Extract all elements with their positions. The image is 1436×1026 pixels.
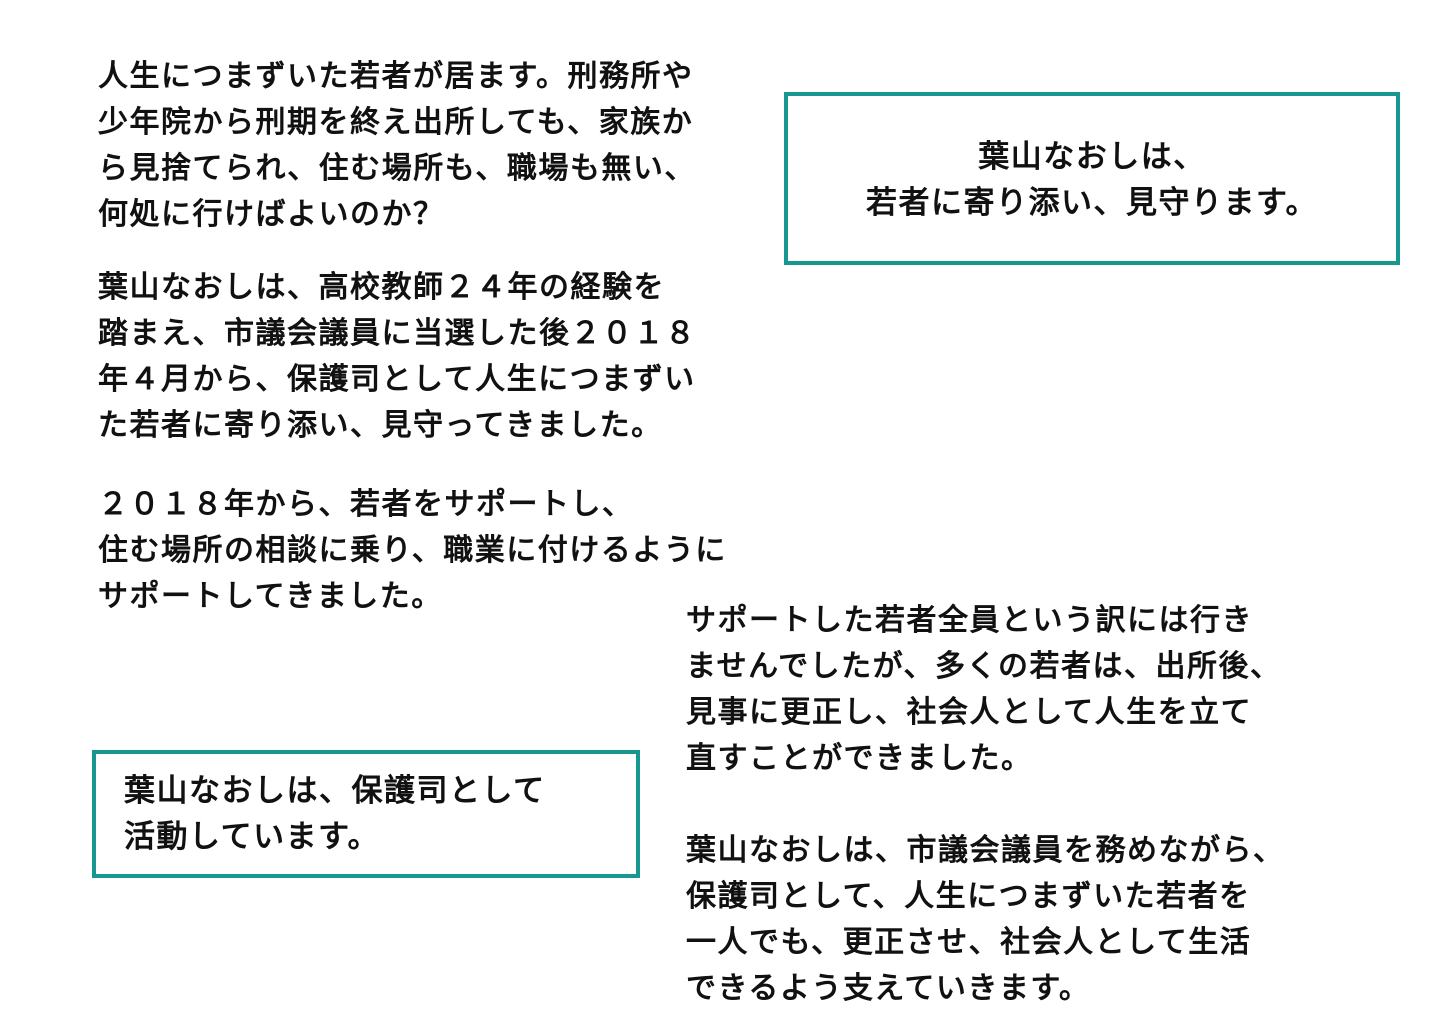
text-line: サポートした若者全員という訳には行き [686, 603, 1253, 638]
text-line: 若者に寄り添い、見守ります。 [866, 185, 1318, 221]
text-line: 葉山なおしは、高校教師２４年の経験を [98, 270, 665, 305]
text-line: 活動しています。 [124, 819, 380, 855]
text-line: 見事に更正し、社会人として人生を立て [686, 695, 1253, 730]
intro-paragraph: 人生につまずいた若者が居ます。刑務所や 少年院から刑期を終え出所しても、家族か … [98, 54, 696, 238]
text-line: 何処に行けばよいのか？ [98, 197, 445, 232]
support-paragraph: ２０１８年から、若者をサポートし、 住む場所の相談に乗り、職業に付けるように サ… [98, 482, 727, 620]
callout-box-top: 葉山なおしは、 若者に寄り添い、見守ります。 [784, 92, 1400, 265]
text-line: 年４月から、保護司として人生につまずい [98, 362, 696, 397]
callout-text: 葉山なおしは、 若者に寄り添い、見守ります。 [788, 134, 1396, 226]
text-line: 葉山なおしは、市議会議員を務めながら、 [686, 833, 1285, 868]
text-line: 踏まえ、市議会議員に当選した後２０１８ [98, 316, 697, 351]
text-line: できるよう支えていきます。 [686, 971, 1091, 1006]
future-paragraph: 葉山なおしは、市議会議員を務めながら、 保護司として、人生につまずいた若者を 一… [686, 828, 1285, 1012]
text-line: 人生につまずいた若者が居ます。刑務所や [98, 59, 694, 94]
text-line: 葉山なおしは、 [978, 139, 1206, 175]
experience-paragraph: 葉山なおしは、高校教師２４年の経験を 踏まえ、市議会議員に当選した後２０１８ 年… [98, 265, 697, 449]
text-line: 住む場所の相談に乗り、職業に付けるように [98, 533, 727, 568]
text-line: ２０１８年から、若者をサポートし、 [98, 487, 634, 522]
callout-text: 葉山なおしは、保護司として 活動しています。 [124, 768, 546, 860]
text-line: 直すことができました。 [686, 741, 1033, 776]
text-line: サポートしてきました。 [98, 579, 443, 614]
text-line: ませんでしたが、多くの若者は、出所後、 [686, 649, 1282, 684]
text-line: 少年院から刑期を終え出所しても、家族か [98, 105, 694, 140]
text-line: ら見捨てられ、住む場所も、職場も無い、 [98, 151, 696, 186]
text-line: 葉山なおしは、保護司として [124, 773, 546, 809]
text-line: た若者に寄り添い、見守ってきました。 [98, 408, 663, 443]
text-line: 一人でも、更正させ、社会人として生活 [686, 925, 1252, 960]
results-paragraph: サポートした若者全員という訳には行き ませんでしたが、多くの若者は、出所後、 見… [686, 598, 1282, 782]
text-line: 保護司として、人生につまずいた若者を [686, 879, 1251, 914]
callout-box-bottom: 葉山なおしは、保護司として 活動しています。 [92, 750, 640, 878]
